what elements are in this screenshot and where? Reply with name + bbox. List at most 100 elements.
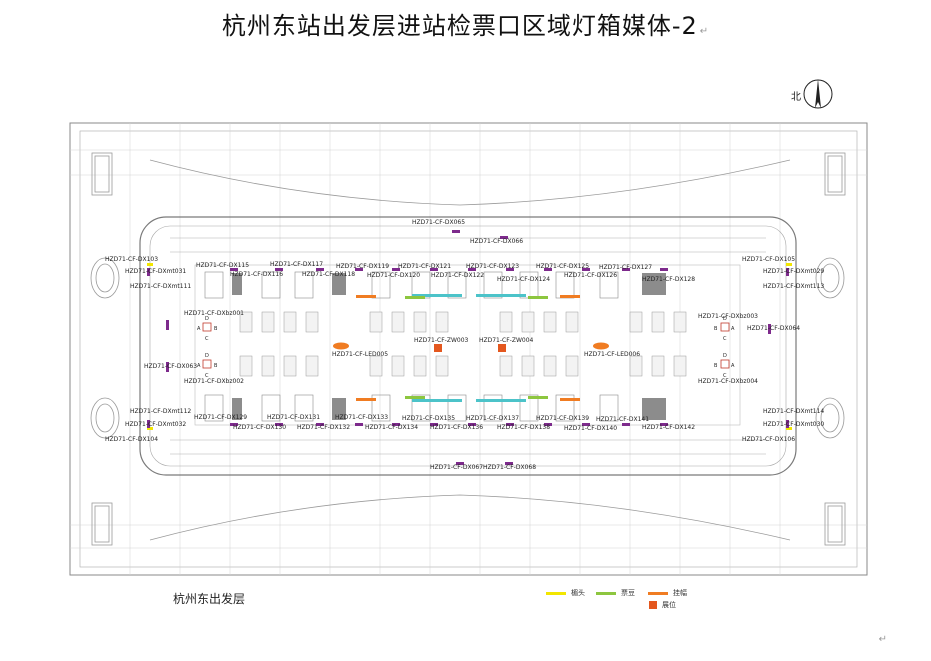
svg-text:B: B xyxy=(714,363,718,369)
svg-text:A: A xyxy=(731,363,735,369)
label-dxbz004: HZD71-CF-DXbz004 xyxy=(698,378,758,385)
label-dxmt031: HZD71-CF-DXmt031 xyxy=(125,268,186,275)
banner-strips xyxy=(356,295,580,401)
label-dx125: HZD71-CF-DX125 xyxy=(536,263,589,270)
svg-text:A: A xyxy=(197,326,201,332)
label-dx140: HZD71-CF-DX140 xyxy=(564,425,617,432)
svg-text:D: D xyxy=(723,353,727,359)
label-dx129: HZD71-CF-DX129 xyxy=(194,414,247,421)
svg-text:A: A xyxy=(731,326,735,332)
label-dx117: HZD71-CF-DX117 xyxy=(270,261,323,268)
label-dx118: HZD71-CF-DX118 xyxy=(302,271,355,278)
label-dx141: HZD71-CF-DX141 xyxy=(596,416,649,423)
legend-banner-swatch xyxy=(648,591,668,595)
label-dx126: HZD71-CF-DX126 xyxy=(564,272,617,279)
label-dx115: HZD71-CF-DX115 xyxy=(196,262,249,269)
return-mark: ↵ xyxy=(878,634,887,645)
pillars xyxy=(232,273,666,420)
label-led005: HZD71-CF-LED005 xyxy=(332,351,388,358)
svg-text:D: D xyxy=(205,353,209,359)
legend-booth: 展位 xyxy=(649,600,676,610)
svg-text:B: B xyxy=(214,326,218,332)
label-led006: HZD71-CF-LED006 xyxy=(584,351,640,358)
building-inner-outline xyxy=(79,130,858,568)
label-dx064: HZD71-CF-DX064 xyxy=(747,325,800,332)
ticket-strips xyxy=(405,296,548,399)
svg-text:C: C xyxy=(205,373,209,379)
booth-zw003 xyxy=(434,344,442,352)
svg-text:C: C xyxy=(205,336,209,342)
waiting-seats xyxy=(239,311,687,377)
label-dx130: HZD71-CF-DX130 xyxy=(233,424,286,431)
side-rotundas xyxy=(90,257,845,439)
label-dxbz001: HZD71-CF-DXbz001 xyxy=(184,310,244,317)
north-arrow-icon xyxy=(803,79,833,109)
label-dx133: HZD71-CF-DX133 xyxy=(335,414,388,421)
label-dx134: HZD71-CF-DX134 xyxy=(365,424,418,431)
led005-marker xyxy=(333,342,349,350)
hall-bands xyxy=(170,237,766,455)
departure-hall xyxy=(139,216,797,476)
label-dx120: HZD71-CF-DX120 xyxy=(367,272,420,279)
legend-lintel: 楣头 xyxy=(546,588,585,598)
label-dx065: HZD71-CF-DX065 xyxy=(412,219,465,226)
label-dxmt111: HZD71-CF-DXmt111 xyxy=(130,283,191,290)
label-dx063: HZD71-CF-DX063 xyxy=(144,363,197,370)
svg-text:B: B xyxy=(714,326,718,332)
label-dxmt114: HZD71-CF-DXmt114 xyxy=(763,408,824,415)
label-dx128: HZD71-CF-DX128 xyxy=(642,276,695,283)
label-zw003: HZD71-CF-ZW003 xyxy=(414,337,469,344)
legend-ticket-label: 票豆 xyxy=(621,589,635,597)
label-dx066: HZD71-CF-DX066 xyxy=(470,238,523,245)
structural-grid xyxy=(70,123,867,575)
label-dx142: HZD71-CF-DX142 xyxy=(642,424,695,431)
led-screens xyxy=(412,294,526,402)
booth-zw004 xyxy=(498,344,506,352)
svg-text:D: D xyxy=(723,316,727,322)
label-dx121: HZD71-CF-DX121 xyxy=(398,263,451,270)
legend-banner-label: 挂幅 xyxy=(673,589,687,597)
label-zw004: HZD71-CF-ZW004 xyxy=(479,337,534,344)
legend-booth-swatch xyxy=(649,601,657,609)
floor-caption: 杭州东出发层 xyxy=(173,592,246,606)
label-dxbz003: HZD71-CF-DXbz003 xyxy=(698,313,758,320)
page-title: 杭州东站出发层进站检票口区域灯箱媒体-2↵ xyxy=(221,12,710,40)
label-dx136: HZD71-CF-DX136 xyxy=(430,424,483,431)
svg-text:C: C xyxy=(723,373,727,379)
north-label: 北 xyxy=(791,92,801,103)
label-dx068: HZD71-CF-DX068 xyxy=(483,464,536,471)
concourse-area xyxy=(194,264,741,426)
legend-ticket-swatch xyxy=(596,591,616,595)
label-dx105: HZD71-CF-DX105 xyxy=(742,256,795,263)
label-dx137: HZD71-CF-DX137 xyxy=(466,415,519,422)
label-dx104: HZD71-CF-DX104 xyxy=(105,436,158,443)
label-dx135: HZD71-CF-DX135 xyxy=(402,415,455,422)
label-dx132: HZD71-CF-DX132 xyxy=(297,424,350,431)
svg-text:C: C xyxy=(723,336,727,342)
label-dx106: HZD71-CF-DX106 xyxy=(742,436,795,443)
label-dx119: HZD71-CF-DX119 xyxy=(336,263,389,270)
label-dx116: HZD71-CF-DX116 xyxy=(230,271,283,278)
label-dxmt113: HZD71-CF-DXmt113 xyxy=(763,283,824,290)
building-outline xyxy=(69,122,868,576)
label-dxmt112: HZD71-CF-DXmt112 xyxy=(130,408,191,415)
svg-text:D: D xyxy=(205,316,209,322)
label-dx131: HZD71-CF-DX131 xyxy=(267,414,320,421)
gate-units xyxy=(204,271,619,422)
legend-booth-label: 展位 xyxy=(662,601,676,609)
led006-marker xyxy=(593,342,609,350)
departure-hall-inner xyxy=(149,225,787,467)
corner-ramps xyxy=(91,152,846,546)
label-dx138: HZD71-CF-DX138 xyxy=(497,424,550,431)
label-dx103: HZD71-CF-DX103 xyxy=(105,256,158,263)
lightbox-marks xyxy=(147,230,789,465)
label-dx124: HZD71-CF-DX124 xyxy=(497,276,550,283)
label-dx127: HZD71-CF-DX127 xyxy=(599,264,652,271)
label-dxmt030: HZD71-CF-DXmt030 xyxy=(763,421,824,428)
lintel-marks xyxy=(147,263,792,430)
legend-banner: 挂幅 xyxy=(648,588,687,598)
legend-lintel-swatch xyxy=(546,591,566,595)
legend-ticket: 票豆 xyxy=(596,588,635,598)
